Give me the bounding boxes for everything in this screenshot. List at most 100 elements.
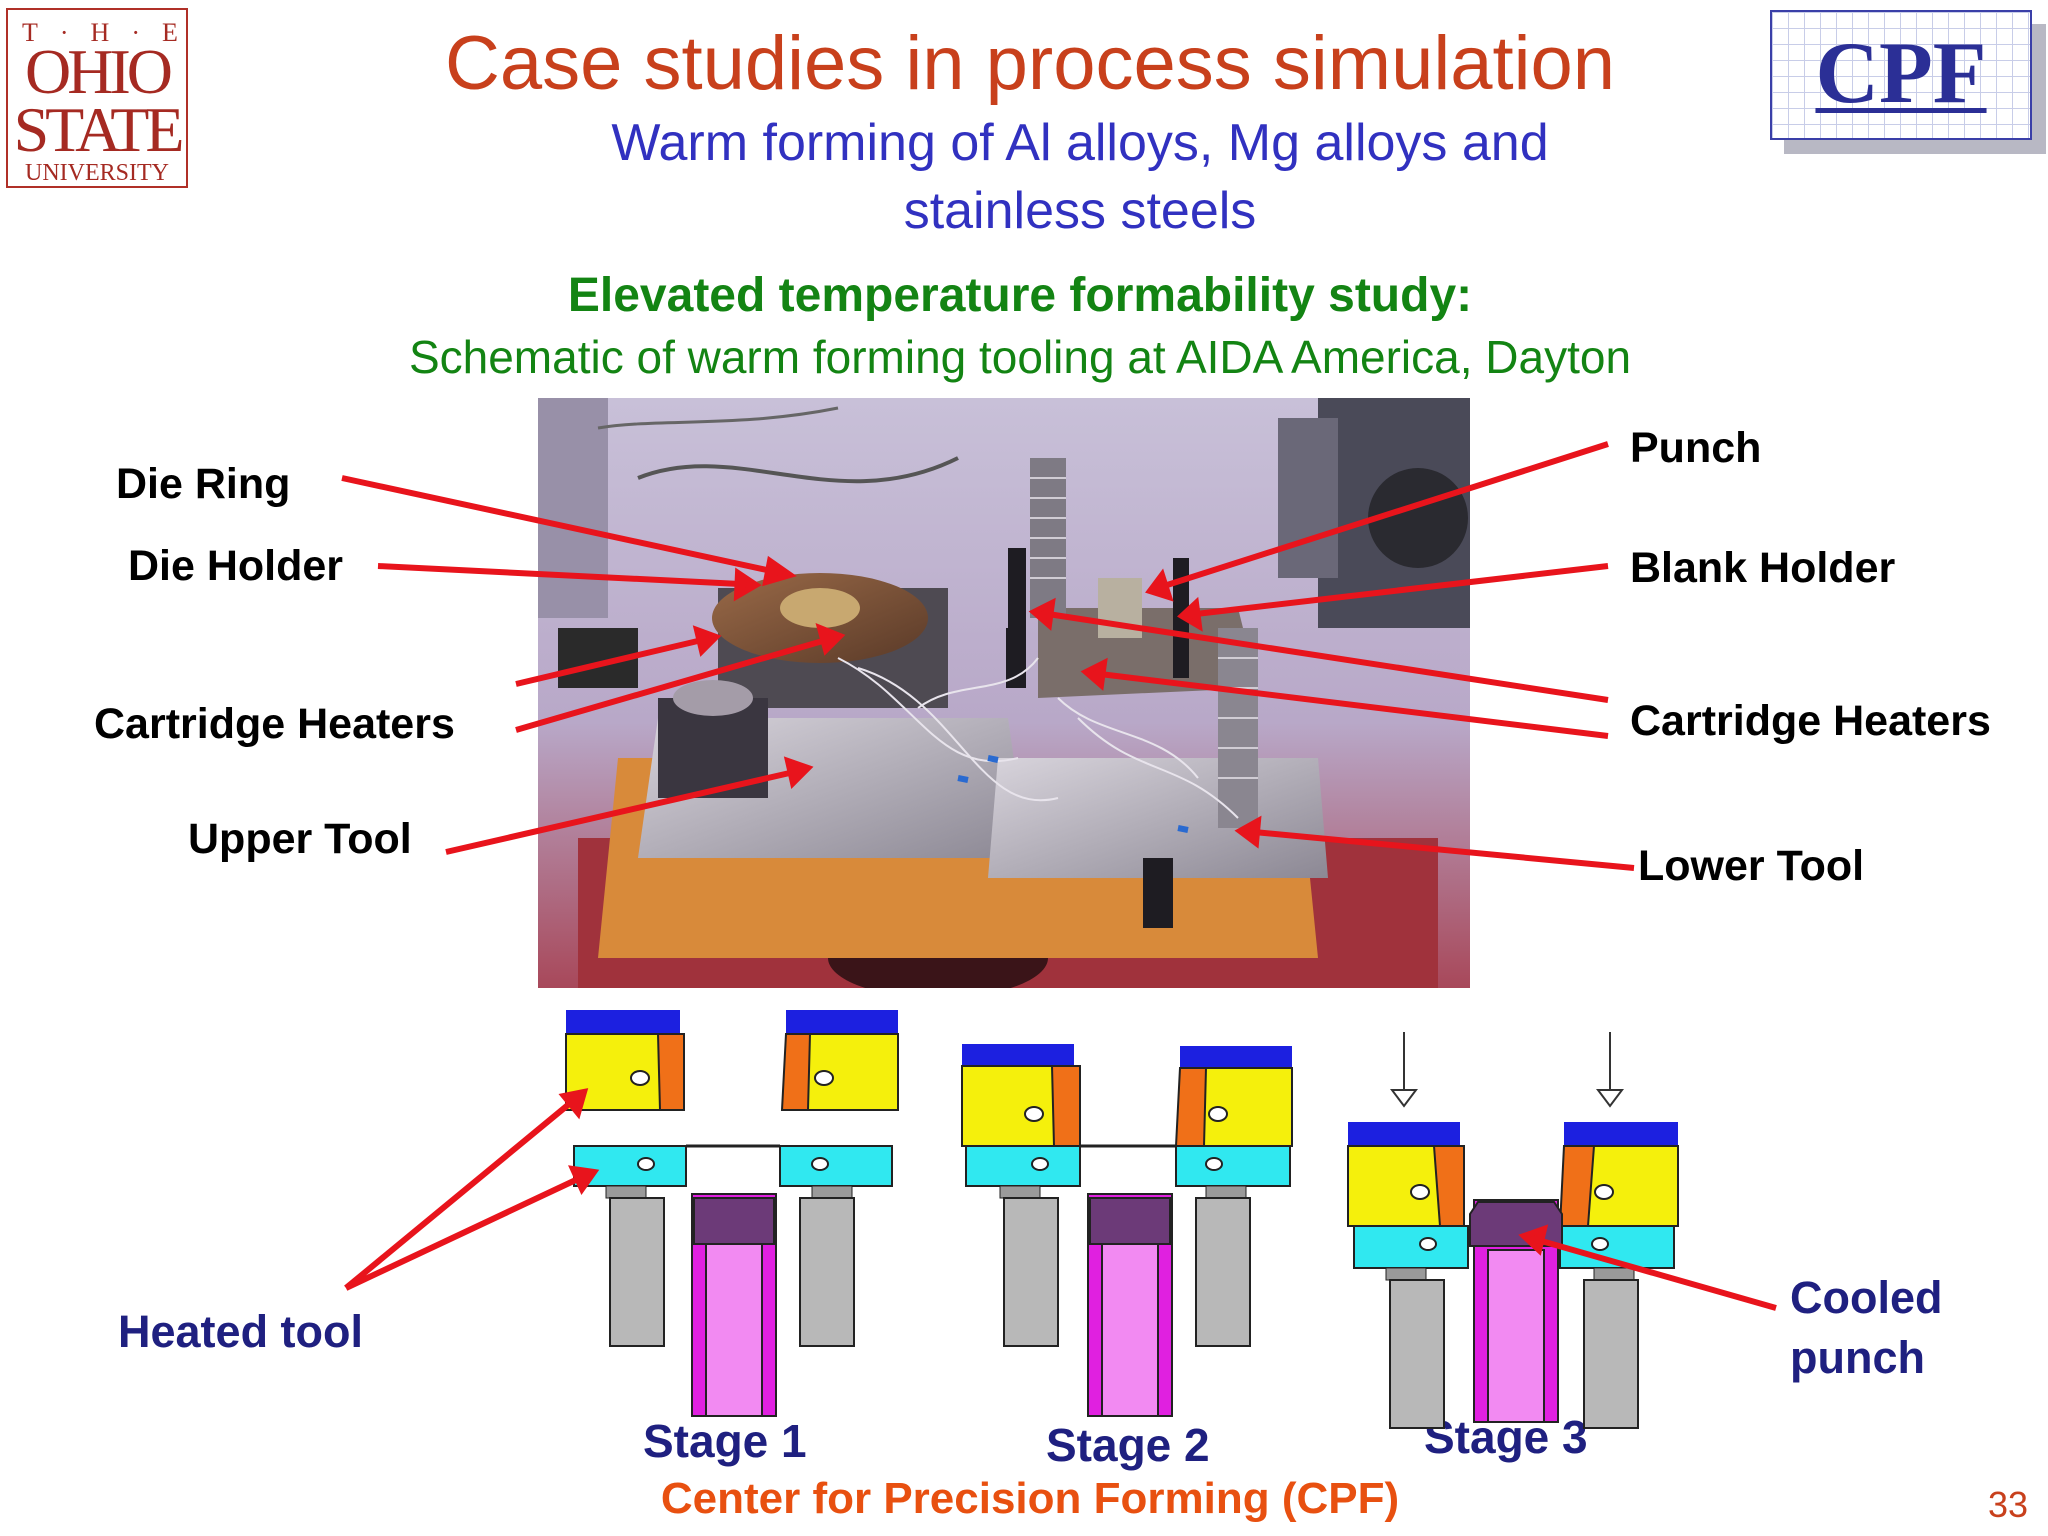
- arrow-cartridge-heater-left-1-head: [692, 625, 722, 657]
- footer-center-name: Center for Precision Forming (CPF): [660, 1474, 1400, 1523]
- arrow-cooled-punch-head: [1518, 1224, 1549, 1256]
- stage1-post-neck: [605, 1185, 647, 1199]
- arrow-cooled-punch: [1537, 1237, 1777, 1311]
- label-upper-tool: Upper Tool: [188, 815, 412, 863]
- osu-logo-university: UNIVERSITY: [25, 160, 169, 186]
- subtitle-line-2: stainless steels: [903, 181, 1257, 240]
- stage1-upper-cap-left: [566, 1010, 680, 1034]
- stage2-blank-holder-right: [1175, 1145, 1291, 1187]
- subtitle-line-1: Warm forming of Al alloys, Mg alloys and: [611, 114, 1549, 172]
- arrow-heated-tool-lower-head: [568, 1165, 600, 1196]
- stage-3-diagram: [1347, 1032, 1679, 1429]
- tooling-photo: [538, 398, 1470, 988]
- stage3-heater-hole: [1591, 1237, 1609, 1251]
- arrow-heated-tool-lower: [344, 1175, 582, 1291]
- label-heated-tool: Heated tool: [118, 1306, 364, 1357]
- label-punch: Punch: [1630, 424, 1762, 472]
- label-lower-tool: Lower Tool: [1638, 842, 1865, 890]
- arrow-die-ring: [341, 475, 777, 575]
- arrow-lower-tool: [1253, 829, 1635, 871]
- stage-1-label: Stage 1: [643, 1415, 807, 1467]
- stage2-blank-holder-left: [965, 1145, 1081, 1187]
- osu-logo-ohio: OHIO: [25, 36, 173, 107]
- slide-subtitle: Warm forming of Al alloys, Mg alloys and…: [420, 110, 1740, 245]
- arrow-cartridge-heater-right-2-head: [1080, 657, 1108, 691]
- arrow-heated-tool-upper: [344, 1097, 576, 1291]
- stage1-heater-hole: [637, 1157, 655, 1171]
- stage3-die-ring-left: [1432, 1145, 1465, 1227]
- arrow-cartridge-heater-left-1: [515, 637, 703, 687]
- stage1-die-ring-left: [656, 1033, 685, 1111]
- stage3-die-ring-right: [1558, 1145, 1596, 1227]
- callout-arrows: [341, 441, 1777, 1311]
- stage2-post-left: [1003, 1197, 1059, 1347]
- arrow-die-holder-head: [733, 567, 762, 602]
- arrow-cartridge-heater-right-1-head: [1028, 597, 1056, 631]
- slide-title: Case studies in process simulation: [444, 21, 1616, 106]
- stage1-upper-cap-right: [786, 1010, 898, 1034]
- stage1-punch-core: [705, 1243, 763, 1417]
- stage3-post-neck: [1593, 1267, 1635, 1281]
- section-heading: Elevated temperature formability study:: [567, 269, 1473, 322]
- stage3-post-neck: [1385, 1267, 1427, 1281]
- stage2-post-right: [1195, 1197, 1251, 1347]
- stage3-down-arrowhead-left: [1390, 1089, 1418, 1108]
- stage1-punch-cap: [693, 1197, 775, 1245]
- arrow-punch: [1163, 441, 1609, 589]
- stage1-heater-hole: [811, 1157, 829, 1171]
- stage3-punch-core: [1487, 1249, 1545, 1423]
- stage1-blank-holder-left: [573, 1145, 687, 1187]
- stage2-post-neck: [999, 1185, 1041, 1199]
- stage2-heater-hole: [1205, 1157, 1223, 1171]
- cpf-logo-text: CPF: [1815, 25, 1987, 122]
- stage1-post-left: [609, 1197, 665, 1347]
- stage2-punch-core: [1101, 1243, 1159, 1417]
- stage2-heater-hole: [1024, 1106, 1044, 1122]
- stage3-heater-hole: [1419, 1237, 1437, 1251]
- stage1-die-ring-right: [780, 1033, 812, 1111]
- cpf-logo: CPF: [1770, 10, 2048, 158]
- arrow-upper-tool: [445, 769, 795, 855]
- stage3-post-right: [1583, 1279, 1639, 1429]
- cpf-logo-box: CPF: [1770, 10, 2032, 140]
- label-die-ring: Die Ring: [116, 460, 291, 508]
- stage-2-label: Stage 2: [1046, 1419, 1210, 1471]
- tooling-photo-illustration: [538, 398, 1470, 988]
- stage-1-diagram: [565, 1010, 899, 1417]
- stage3-post-left: [1389, 1279, 1445, 1429]
- arrow-lower-tool-head: [1234, 815, 1262, 849]
- arrow-cartridge-heater-right-2: [1099, 671, 1609, 739]
- arrow-blank-holder-head: [1177, 596, 1203, 632]
- stage2-die-ring-left: [1050, 1065, 1081, 1147]
- stage3-heater-hole: [1594, 1184, 1614, 1200]
- stage2-post-neck: [1205, 1185, 1247, 1199]
- osu-logo-state: STATE: [13, 94, 185, 165]
- stage3-upper-cap-right: [1564, 1122, 1678, 1146]
- label-die-holder: Die Holder: [128, 542, 344, 590]
- stage2-die-ring-right: [1174, 1067, 1208, 1147]
- stage-2-diagram: [961, 1044, 1293, 1417]
- arrow-upper-tool-head: [783, 756, 814, 789]
- osu-logo-the: T·H·E: [22, 18, 200, 47]
- stage1-heater-hole: [630, 1070, 650, 1086]
- stage2-upper-cap-left: [962, 1044, 1074, 1066]
- arrow-die-ring-head: [762, 555, 797, 587]
- stage2-heater-hole: [1031, 1157, 1049, 1171]
- stage3-heater-hole: [1410, 1184, 1430, 1200]
- arrow-cartridge-heater-left-2: [515, 637, 827, 733]
- label-blank-holder: Blank Holder: [1630, 544, 1896, 592]
- arrow-blank-holder: [1195, 563, 1609, 617]
- ohio-state-logo: T·H·E OHIO STATE UNIVERSITY: [6, 8, 188, 188]
- stage1-blank-holder-right: [779, 1145, 893, 1187]
- stage3-upper-cap-left: [1348, 1122, 1460, 1146]
- stage1-post-neck: [811, 1185, 853, 1199]
- stage2-upper-cap-right: [1180, 1046, 1292, 1068]
- stage2-heater-hole: [1208, 1106, 1228, 1122]
- page-number: 33: [1987, 1484, 2028, 1525]
- stage3-punch-cap: [1469, 1201, 1563, 1247]
- stage1-heater-hole: [814, 1070, 834, 1086]
- label-cartridge-heaters-right: Cartridge Heaters: [1630, 697, 1991, 745]
- arrow-die-holder: [377, 563, 741, 587]
- stage1-post-right: [799, 1197, 855, 1347]
